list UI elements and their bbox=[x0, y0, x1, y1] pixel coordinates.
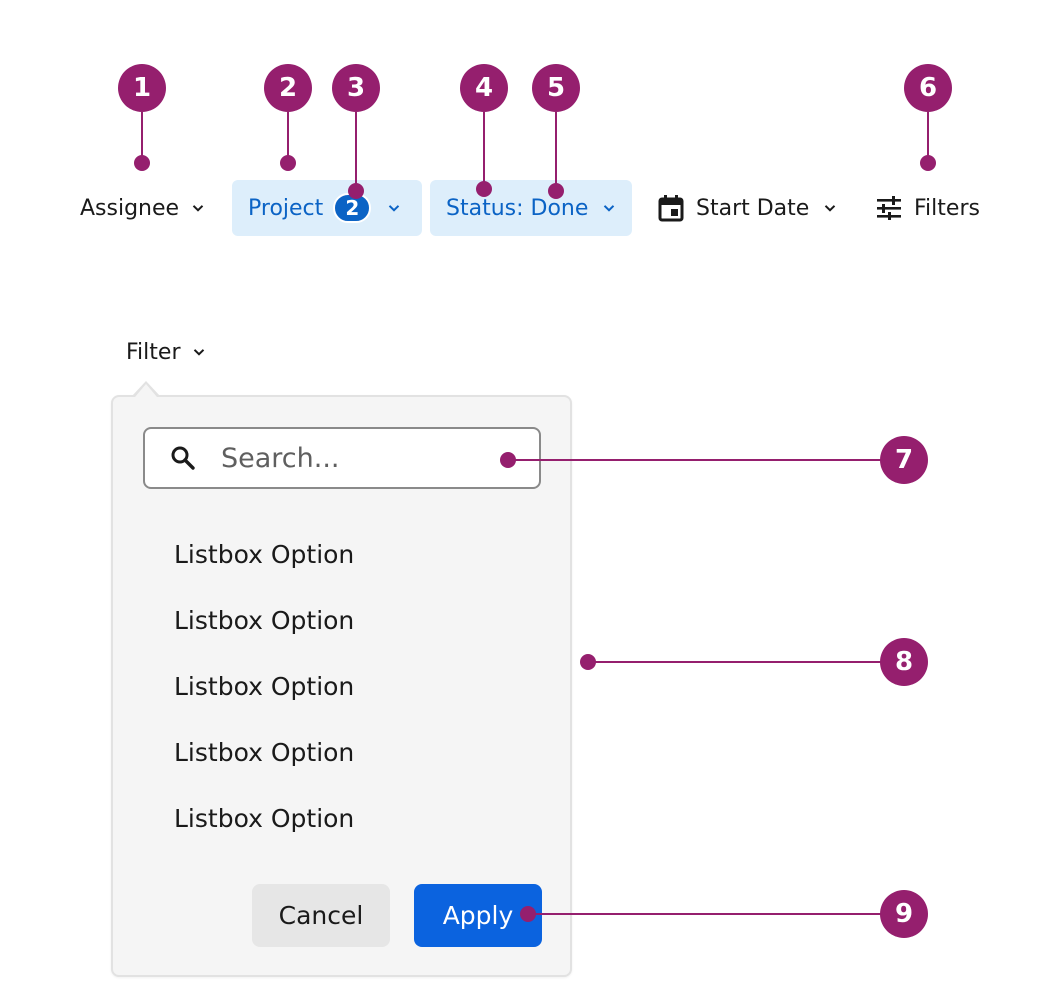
chevron-down-icon bbox=[387, 201, 401, 215]
start-date-label: Start Date bbox=[696, 195, 810, 221]
listbox-option[interactable]: Listbox Option bbox=[174, 606, 355, 635]
annotation-marker-2: 2 bbox=[264, 64, 312, 112]
filters-label: Filters bbox=[914, 195, 980, 221]
chevron-down-icon bbox=[192, 345, 206, 359]
filter-trigger-label: Filter bbox=[126, 339, 181, 365]
listbox-option[interactable]: Listbox Option bbox=[174, 672, 355, 701]
filter-popover bbox=[111, 395, 572, 977]
sliders-icon bbox=[876, 196, 902, 220]
annotation-leader-line bbox=[927, 112, 929, 162]
annotation-dot bbox=[348, 183, 364, 199]
annotation-leader-line bbox=[483, 112, 485, 188]
project-filter[interactable]: Project 2 bbox=[232, 180, 422, 236]
status-filter[interactable]: Status: Done bbox=[430, 180, 632, 236]
status-label: Status: Done bbox=[446, 195, 589, 221]
annotation-dot bbox=[580, 654, 596, 670]
chevron-down-icon bbox=[602, 201, 616, 215]
assignee-filter[interactable]: Assignee bbox=[80, 180, 216, 236]
annotation-leader-line bbox=[555, 112, 557, 190]
annotation-marker-7: 7 bbox=[880, 436, 928, 484]
annotation-dot bbox=[548, 183, 564, 199]
annotation-dot bbox=[280, 155, 296, 171]
chevron-down-icon bbox=[823, 201, 837, 215]
annotation-leader-line bbox=[355, 112, 357, 190]
annotation-marker-5: 5 bbox=[532, 64, 580, 112]
listbox-option[interactable]: Listbox Option bbox=[174, 738, 355, 767]
annotation-marker-8: 8 bbox=[880, 638, 928, 686]
cancel-button[interactable]: Cancel bbox=[252, 884, 390, 947]
assignee-label: Assignee bbox=[80, 195, 180, 221]
annotation-marker-4: 4 bbox=[460, 64, 508, 112]
filters-button[interactable]: Filters bbox=[876, 180, 986, 236]
search-input[interactable] bbox=[221, 437, 511, 479]
annotation-leader-line bbox=[508, 459, 882, 461]
annotation-dot bbox=[920, 155, 936, 171]
filter-trigger[interactable]: Filter bbox=[126, 336, 206, 368]
annotation-leader-line bbox=[287, 112, 289, 162]
start-date-filter[interactable]: Start Date bbox=[658, 180, 842, 236]
listbox-option[interactable]: Listbox Option bbox=[174, 804, 355, 833]
project-label: Project bbox=[248, 195, 324, 221]
annotation-dot bbox=[500, 452, 516, 468]
annotation-dot bbox=[476, 181, 492, 197]
search-icon bbox=[170, 445, 196, 471]
search-field[interactable] bbox=[143, 427, 541, 489]
annotation-leader-line bbox=[528, 913, 882, 915]
annotation-dot bbox=[520, 906, 536, 922]
annotation-leader-line bbox=[141, 112, 143, 162]
annotation-dot bbox=[134, 155, 150, 171]
annotation-leader-line bbox=[588, 661, 882, 663]
annotation-marker-1: 1 bbox=[118, 64, 166, 112]
popover-caret-fill bbox=[135, 384, 157, 397]
annotation-marker-6: 6 bbox=[904, 64, 952, 112]
annotation-marker-3: 3 bbox=[332, 64, 380, 112]
chevron-down-icon bbox=[191, 201, 205, 215]
listbox-option[interactable]: Listbox Option bbox=[174, 540, 355, 569]
annotation-marker-9: 9 bbox=[880, 890, 928, 938]
calendar-icon bbox=[658, 194, 684, 222]
